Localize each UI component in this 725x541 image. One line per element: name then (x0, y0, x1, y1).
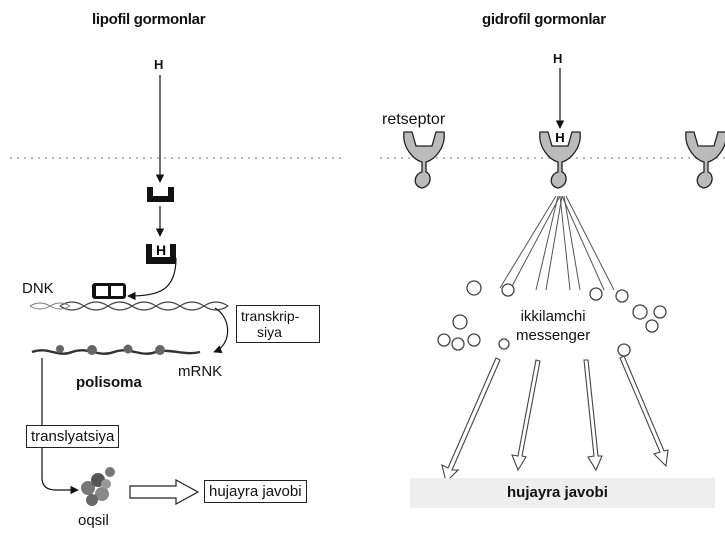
membrane-receptor-left (403, 131, 445, 189)
second-messenger-label: ikkilamchi messenger (516, 308, 590, 346)
transcription-line-2: siya (257, 324, 282, 341)
membrane-receptor-center: H (539, 130, 581, 189)
polysome-label: polisoma (76, 374, 142, 391)
dna-label: DNK (22, 280, 54, 297)
intracellular-receptor (147, 187, 174, 202)
right-response-band (410, 478, 715, 508)
receptor-label: retseptor (382, 111, 446, 128)
second-messenger-molecules (437, 280, 667, 357)
svg-text:H: H (555, 130, 564, 145)
messenger-line-1: ikkilamchi (520, 308, 586, 325)
right-title: gidrofil gormonlar (482, 11, 606, 28)
protein-icon (81, 467, 115, 506)
left-hormone-label: H (154, 57, 164, 72)
translation-arrow (41, 358, 79, 495)
messenger-to-response-arrows (441, 355, 669, 484)
dna-helix (29, 301, 229, 311)
transcription-arrow (213, 307, 229, 354)
messenger-line-2: messenger (516, 326, 591, 344)
complex-to-dna-arrow (127, 257, 177, 301)
left-response-box: hujayra javobi (204, 480, 307, 504)
left-title: lipofil gormonlar (92, 11, 206, 28)
protein-to-response-arrow (129, 478, 200, 506)
membrane-receptor-right (685, 131, 725, 189)
protein-label: oqsil (78, 512, 109, 529)
receptor-signal-fan (499, 195, 615, 291)
transcription-box: transkrip- siya (236, 305, 320, 344)
transcription-line-1: transkrip- (241, 308, 300, 324)
translation-box: translyatsiya (26, 425, 120, 449)
svg-text:H: H (156, 242, 166, 258)
mrna-label: mRNK (178, 363, 223, 380)
hormone-receptor-complex: H (146, 242, 176, 264)
dna-bound-complex (92, 283, 126, 299)
right-hormone-label: H (553, 51, 563, 66)
right-response-label: hujayra javobi (507, 484, 608, 501)
mrna-polysome-strand (31, 344, 201, 355)
